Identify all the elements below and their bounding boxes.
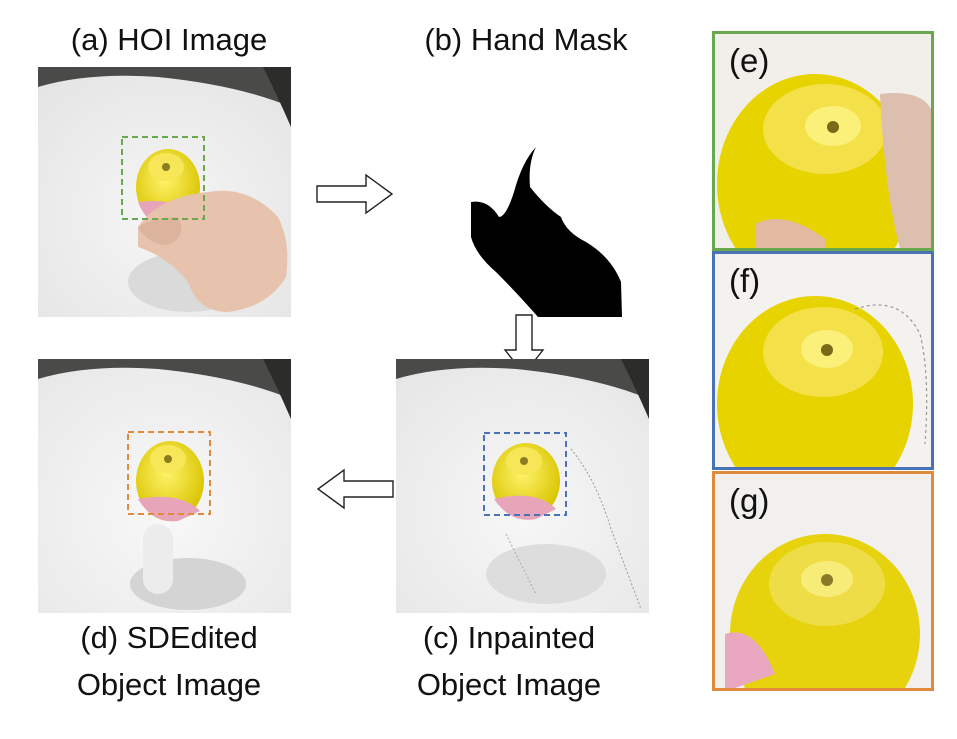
caption-d-line1: (d) SDEdited — [80, 620, 258, 655]
blue-roi-box — [483, 432, 567, 516]
arrow-right — [316, 173, 394, 215]
zoom-crop-f: (f) — [712, 251, 934, 470]
zoom-crop-e: (e) — [712, 31, 934, 251]
zoom-label-f: (f) — [729, 262, 761, 299]
arrow-left — [316, 468, 394, 510]
caption-d-line2: Object Image — [76, 667, 262, 702]
zoom-label-g: (g) — [729, 482, 770, 519]
caption-c-line2: Object Image — [416, 667, 602, 702]
caption-b: (b) Hand Mask — [424, 22, 628, 57]
caption-c-line1: (c) Inpainted — [422, 620, 596, 655]
zoom-label-e: (e) — [729, 42, 770, 79]
inpainted-object-image — [396, 359, 649, 613]
green-roi-box — [121, 136, 205, 220]
hoi-image — [38, 67, 291, 317]
hand-mask — [396, 67, 649, 317]
sdedited-object-image — [38, 359, 291, 613]
orange-roi-box — [127, 431, 211, 515]
caption-a: (a) HOI Image — [70, 22, 268, 57]
zoom-crop-g: (g) — [712, 471, 934, 691]
